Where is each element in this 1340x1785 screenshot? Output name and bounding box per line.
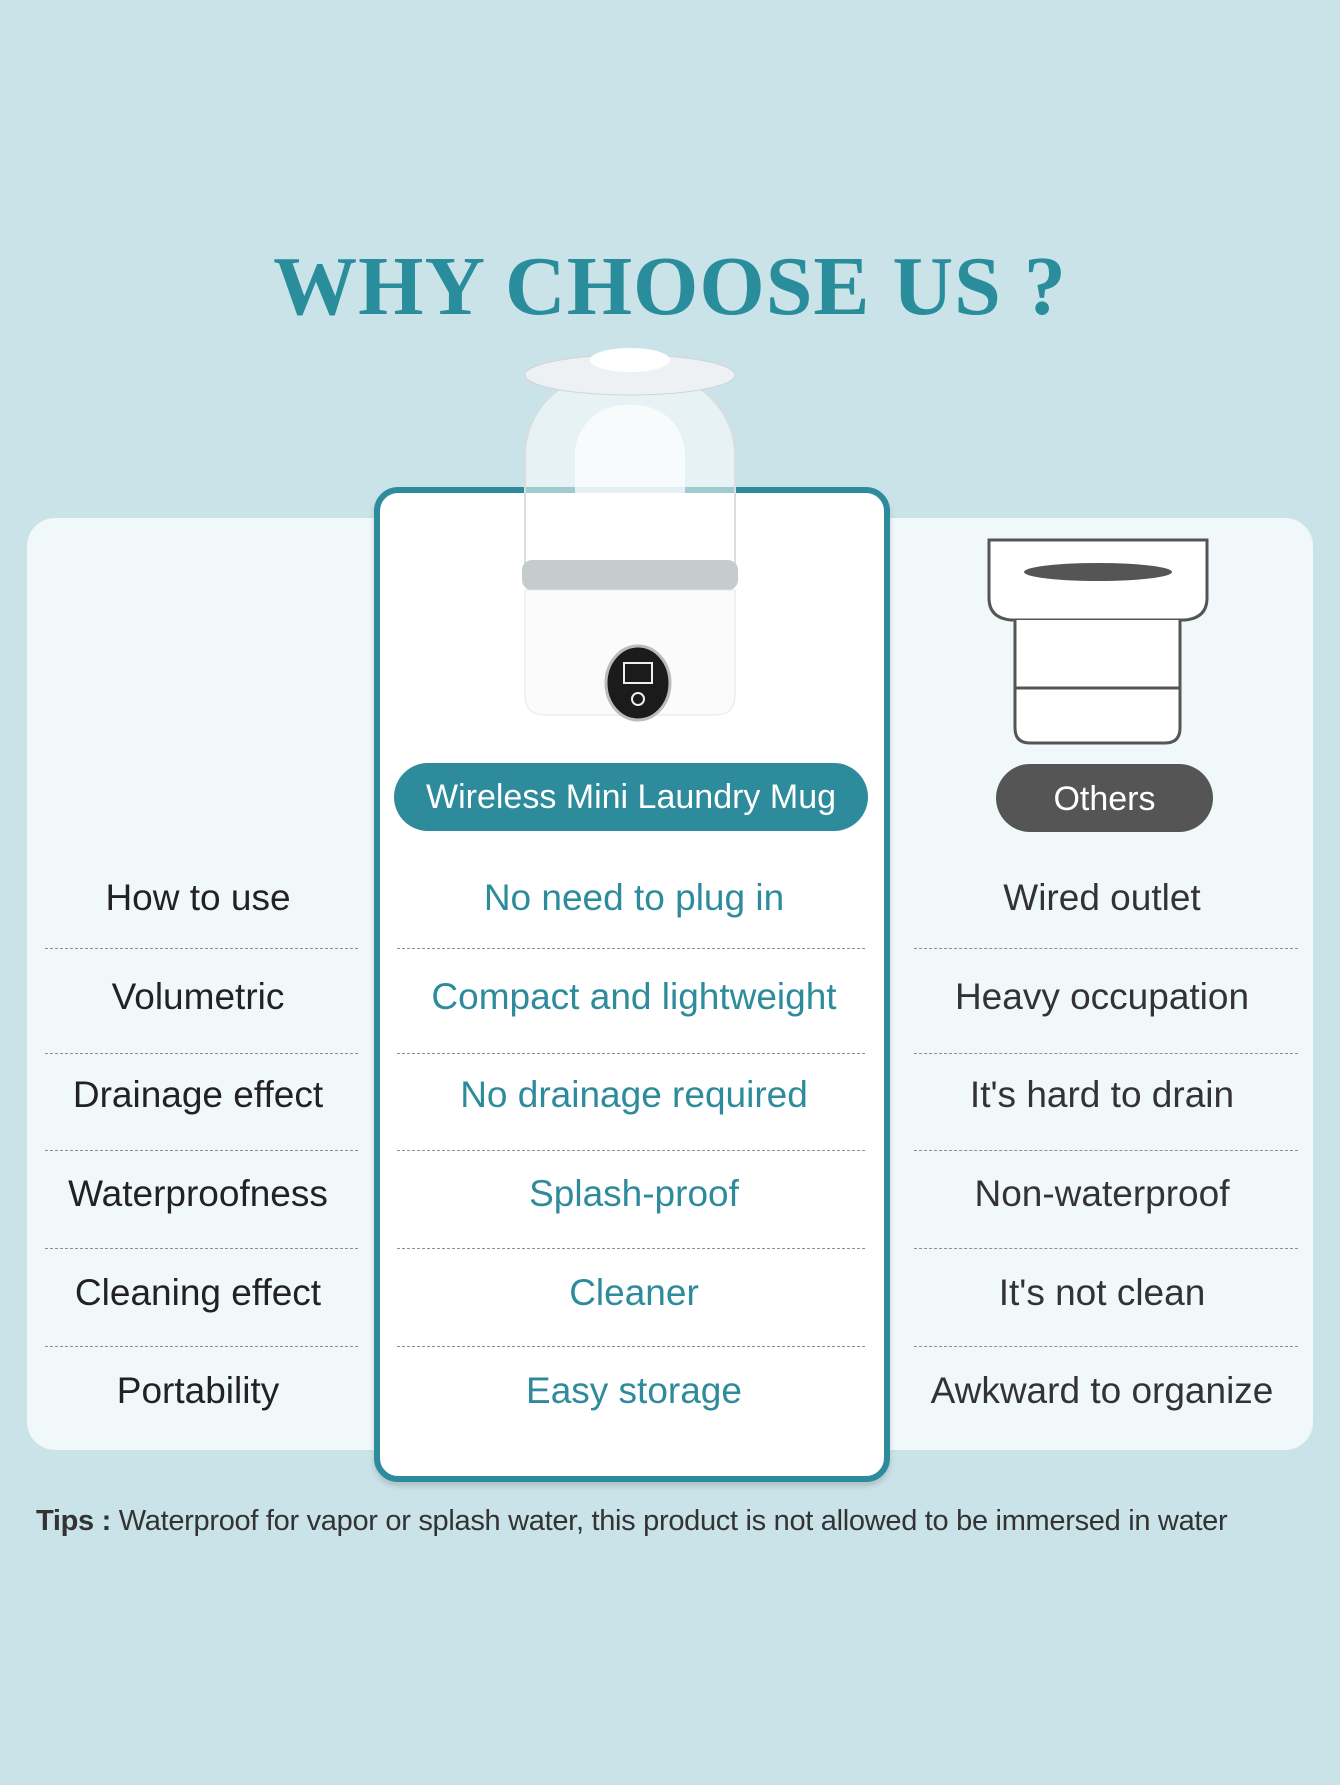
row-divider — [45, 1053, 358, 1054]
row-others: It's not clean — [998, 1272, 1206, 1313]
row-divider — [397, 1248, 865, 1249]
row-others: Non-waterproof — [974, 1173, 1230, 1214]
row-feature: Portability — [116, 1370, 280, 1411]
row-others: Awkward to organize — [930, 1370, 1274, 1411]
row-product: Compact and lightweight — [431, 976, 837, 1017]
row-divider — [397, 1346, 865, 1347]
row-feature: How to use — [105, 877, 291, 918]
product-column-header: Wireless Mini Laundry Mug — [394, 763, 868, 831]
row-others: Wired outlet — [1003, 877, 1201, 918]
row-others: Heavy occupation — [954, 976, 1250, 1017]
others-bucket-icon — [987, 538, 1209, 745]
row-product: Cleaner — [569, 1272, 699, 1313]
page-title: WHY CHOOSE US ? — [273, 240, 1067, 333]
row-feature: Waterproofness — [68, 1173, 328, 1214]
row-feature: Drainage effect — [72, 1074, 324, 1115]
row-divider — [45, 1150, 358, 1151]
row-divider — [45, 1248, 358, 1249]
row-product: Splash-proof — [529, 1173, 739, 1214]
row-divider — [914, 1346, 1298, 1347]
row-divider — [45, 1346, 358, 1347]
row-divider — [397, 1150, 865, 1151]
tips-label: Tips : — [36, 1505, 112, 1537]
row-others: It's hard to drain — [969, 1074, 1235, 1115]
row-feature: Volumetric — [111, 976, 285, 1017]
tips-text: Waterproof for vapor or splash water, th… — [111, 1505, 1228, 1537]
row-divider — [45, 948, 358, 949]
row-divider — [914, 1053, 1298, 1054]
row-product: No drainage required — [460, 1074, 808, 1115]
row-divider — [914, 1150, 1298, 1151]
others-column-header: Others — [996, 764, 1213, 832]
row-product: Easy storage — [526, 1370, 742, 1411]
tips-note: Tips : Waterproof for vapor or splash wa… — [36, 1505, 1228, 1538]
row-divider — [914, 948, 1298, 949]
row-divider — [397, 1053, 865, 1054]
row-divider — [914, 1248, 1298, 1249]
laundry-mug-image — [522, 348, 738, 722]
row-product: No need to plug in — [483, 877, 785, 918]
row-feature: Cleaning effect — [74, 1272, 322, 1313]
row-divider — [397, 948, 865, 949]
